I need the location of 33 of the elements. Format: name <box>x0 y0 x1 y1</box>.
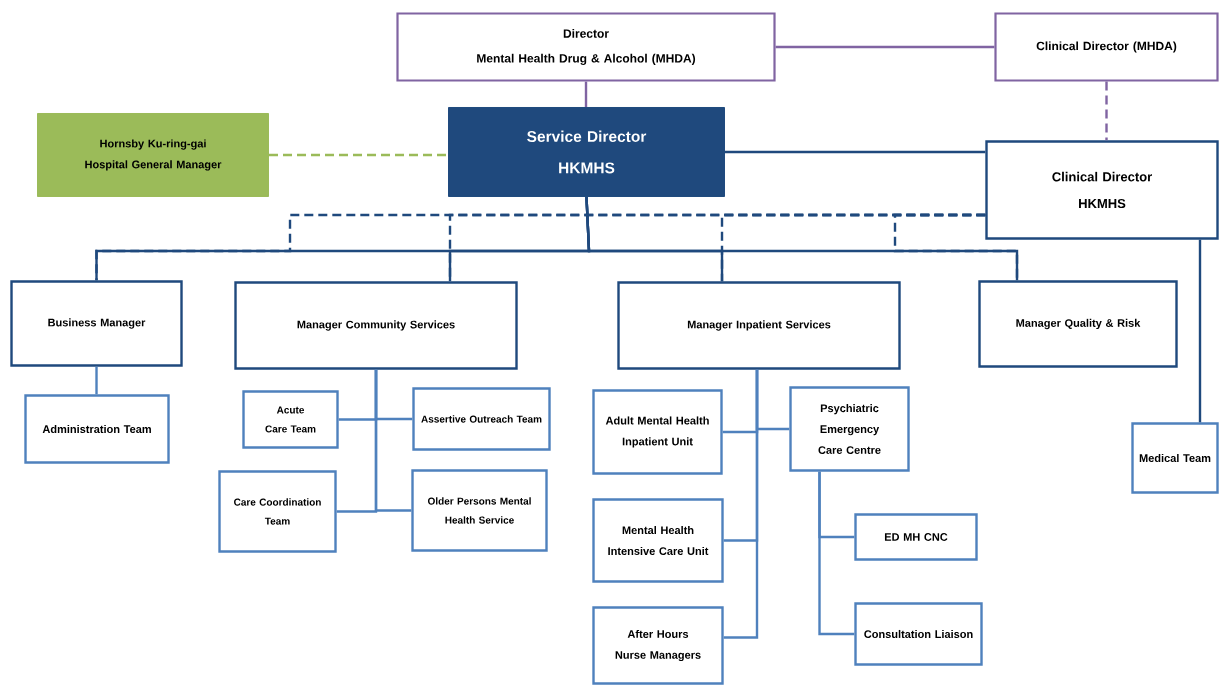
team-box: Medical Team <box>1131 422 1219 494</box>
manager-box: Manager Quality & Risk <box>978 280 1178 368</box>
manager-box: Manager Inpatient Services <box>617 281 901 370</box>
team-box: After Hours Nurse Managers <box>592 606 724 685</box>
manager-box: Business Manager <box>10 280 183 367</box>
connector-line <box>1105 81 1108 141</box>
connector-line <box>1198 239 1202 423</box>
connector-line <box>893 213 1019 281</box>
team-box: Older Persons Mental Health Service <box>411 469 548 552</box>
connector-line <box>95 366 98 395</box>
team-box: ED MH CNC <box>854 513 978 561</box>
director-box: Service Director HKMHS <box>448 107 725 197</box>
connector-line <box>775 45 995 49</box>
team-box: Psychiatric Emergency Care Centre <box>789 386 910 472</box>
team-box: Adult Mental Health Inpatient Unit <box>592 389 723 475</box>
director-box: Director Mental Health Drug & Alcohol (MHDA) <box>396 12 776 82</box>
team-box: Care Coordination Team <box>218 470 337 553</box>
connector-line <box>374 369 412 512</box>
manager-box: Hornsby Ku-ring-gai Hospital General Manager <box>37 113 269 197</box>
connector-line <box>584 81 588 107</box>
connector-line <box>723 369 759 639</box>
team-box: Administration Team <box>24 394 170 464</box>
team-box: Mental Health Intensive Care Unit <box>592 498 724 583</box>
manager-box: Manager Community Services <box>234 281 518 370</box>
team-box: Assertive Outreach Team <box>412 387 551 451</box>
connector-line <box>585 196 1019 281</box>
connector-line <box>725 150 986 154</box>
team-box: Acute Care Team <box>242 390 339 449</box>
connector-line <box>269 153 448 157</box>
director-box: Clinical Director HKMHS <box>985 140 1219 240</box>
team-box: Consultation Liaison <box>854 602 983 666</box>
director-box: Clinical Director (MHDA) <box>994 12 1219 82</box>
connector-line <box>818 471 855 636</box>
